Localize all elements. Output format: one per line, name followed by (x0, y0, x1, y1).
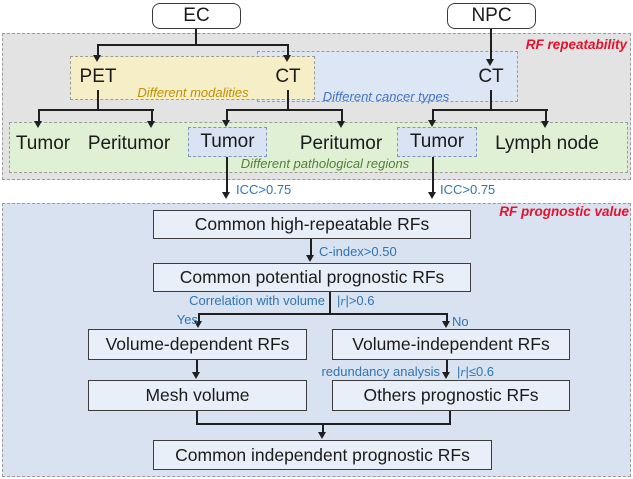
different-pathological-regions-box (9, 122, 628, 173)
line-ct-npc-stub (490, 90, 492, 111)
arrowhead-to-ct-npc (486, 59, 494, 66)
arrowhead-to-tumor-npc-ct (428, 120, 436, 127)
flow-common-independent-prognostic-rfs: Common independent prognostic RFs (153, 440, 492, 470)
node-pet: PET (79, 66, 117, 87)
line-no (446, 313, 448, 322)
arrowhead-icc-right (428, 192, 436, 199)
arrowhead-icc-left (222, 192, 230, 199)
line-npc-to-ct (490, 29, 492, 59)
different-cancer-types-label: Different cancer types (322, 89, 450, 104)
flow-volume-dependent-rfs: Volume-dependent RFs (88, 329, 307, 360)
arrowhead-to-ct-ec (283, 55, 291, 62)
arrowhead-to-tumor-ec-ct (222, 120, 230, 127)
different-pathological-regions-label: Different pathological regions (240, 156, 410, 171)
edge-label-icc-right: ICC>0.75 (440, 182, 496, 197)
line-correlation-stub (329, 292, 331, 315)
flow-mesh-volume: Mesh volume (88, 380, 307, 411)
flow-others-prognostic-rfs: Others prognostic RFs (332, 380, 570, 411)
region-tumor-ec-pet: Tumor (15, 133, 71, 154)
line-ct-npc-branch (432, 109, 548, 111)
line-to-tumor-ec-ct (226, 109, 228, 120)
r-le-bar-left: | (457, 364, 461, 379)
line-dep-to-mesh (196, 360, 198, 373)
region-lymph-node-npc-ct: Lymph node (495, 133, 599, 154)
line-to-peritumor-ec-pet (151, 109, 153, 121)
line-ec-to-pet (97, 44, 99, 55)
line-to-tumor-npc-ct (432, 109, 434, 120)
line-pet-stub (97, 90, 99, 111)
line-to-peritumor-ec-ct (341, 109, 343, 121)
region-peritumor-ec-ct: Peritumor (299, 133, 383, 154)
line-yes (198, 313, 200, 322)
edge-label-r-le-0.6: |r|≤0.6 (457, 364, 494, 380)
arrowhead-c-index (306, 255, 314, 262)
line-ct-ec-stub (287, 90, 289, 111)
arrowhead-to-final (318, 432, 326, 439)
region-peritumor-ec-pet: Peritumor (87, 133, 171, 154)
edge-label-icc-left: ICC>0.75 (236, 182, 292, 197)
line-to-final (322, 423, 324, 433)
arrowhead-to-pet (93, 55, 101, 62)
arrowhead-to-peritumor-ec-ct (337, 121, 345, 128)
line-c-index (310, 239, 312, 256)
line-ec-branch (97, 44, 289, 46)
r-gt-rest: |>0.6 (345, 293, 375, 308)
edge-label-correlation-with-volume: Correlation with volume (189, 293, 325, 308)
flow-volume-independent-rfs: Volume-independent RFs (332, 329, 570, 360)
node-ct-ec: CT (275, 66, 301, 87)
edge-label-c-index: C-index>0.50 (319, 244, 397, 259)
region-tumor-npc-ct-highlighted: Tumor (397, 127, 477, 157)
line-ct-ec-branch (226, 109, 343, 111)
arrowhead-to-peritumor-ec-pet (147, 121, 155, 128)
r-gt-bar-left: | (337, 293, 341, 308)
edge-label-yes: Yes (176, 312, 198, 327)
node-ct-npc: CT (478, 66, 504, 87)
arrowhead-to-lymph-node (541, 121, 549, 128)
r-le-variable: r (460, 364, 466, 379)
node-ec: EC (152, 3, 241, 29)
line-ec-stub (195, 29, 197, 45)
arrowhead-dep-to-mesh (192, 372, 200, 379)
arrowhead-yes (194, 321, 202, 328)
different-modalities-label: Different modalities (137, 85, 249, 100)
edge-label-r-gt-0.6: |r|>0.6 (337, 293, 375, 309)
line-mesh-stub (196, 411, 198, 425)
line-yes-no-branch (198, 313, 448, 315)
line-to-tumor-ec-pet (38, 109, 40, 121)
region-tumor-ec-ct-highlighted: Tumor (188, 127, 267, 157)
arrowhead-to-tumor-ec-pet (34, 121, 42, 128)
edge-label-no: No (452, 314, 469, 329)
edge-label-redundancy-analysis: redundancy analysis (321, 364, 440, 379)
rf-repeatability-label: RF repeatability (525, 37, 627, 52)
flow-common-high-repeatable-rfs: Common high-repeatable RFs (153, 210, 471, 239)
line-icc-right (432, 157, 434, 193)
different-modalities-box (70, 56, 315, 100)
line-others-stub (449, 411, 451, 425)
flow-common-potential-prognostic-rfs: Common potential prognostic RFs (153, 263, 471, 292)
arrowhead-indep-to-others (442, 372, 450, 379)
line-to-lymph-node (545, 109, 547, 121)
line-icc-left (226, 157, 228, 193)
line-indep-to-others (446, 360, 448, 373)
r-le-rest: |≤0.6 (465, 364, 495, 379)
r-gt-variable: r (340, 293, 346, 308)
node-npc: NPC (447, 3, 536, 29)
line-pet-branch (38, 109, 154, 111)
arrowhead-no (442, 321, 450, 328)
line-ec-to-ct (287, 44, 289, 55)
rf-prognostic-value-label: RF prognostic value (499, 204, 629, 219)
